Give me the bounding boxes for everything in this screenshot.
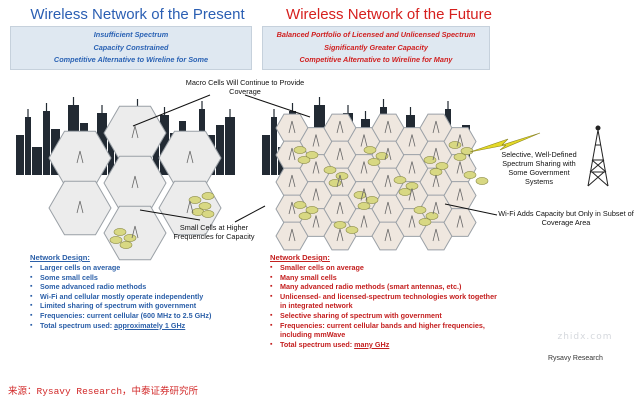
small-cell-icon <box>299 212 311 219</box>
list-item: Frequencies: current cellular bands and … <box>270 321 505 340</box>
future-design-list: Smaller cells on average Many small cell… <box>270 263 505 349</box>
list-item: Total spectrum used: approximately 1 GHz <box>30 321 250 331</box>
small-cell-icon <box>364 146 376 153</box>
small-cells-callout: Small Cells at Higher Frequencies for Ca… <box>170 223 258 241</box>
list-item: Selective sharing of spectrum with gover… <box>270 311 505 321</box>
building <box>262 135 270 175</box>
future-design-heading: Network Design: <box>270 253 505 262</box>
list-item: Wi-Fi and cellular mostly operate indepe… <box>30 292 250 302</box>
antenna <box>410 107 411 115</box>
list-item: Many advanced radio methods (smart anten… <box>270 282 505 292</box>
cell-hexagon <box>104 206 166 260</box>
small-cell-icon <box>189 196 201 203</box>
building <box>25 117 31 175</box>
antenna <box>46 103 47 111</box>
spectrum-sharing-callout: Selective, Well-Defined Spectrum Sharing… <box>494 150 584 186</box>
spectrum-label: Total spectrum used: <box>40 321 114 330</box>
small-cell-icon <box>476 177 488 184</box>
small-cell-icon <box>324 166 336 173</box>
small-cell-icon <box>366 196 378 203</box>
list-item: Total spectrum used: many GHz <box>270 340 505 350</box>
antenna <box>383 99 384 107</box>
small-cell-icon <box>202 192 214 199</box>
small-cell-icon <box>120 241 132 248</box>
list-item: Some small cells <box>30 273 250 283</box>
cell-hexagon <box>49 181 111 235</box>
antenna <box>347 105 348 113</box>
small-cell-icon <box>336 172 348 179</box>
building <box>216 125 224 175</box>
small-cell-icon <box>464 171 476 178</box>
building <box>271 117 277 175</box>
small-cell-icon <box>329 179 341 186</box>
list-item: Limited sharing of spectrum with governm… <box>30 301 250 311</box>
present-network-design: Network Design: Larger cells on average … <box>30 253 250 330</box>
small-cell-icon <box>358 202 370 209</box>
list-item: Frequencies: current cellular (600 MHz t… <box>30 311 250 321</box>
antenna <box>292 103 293 111</box>
building <box>16 135 24 175</box>
list-item: Larger cells on average <box>30 263 250 273</box>
small-cell-icon <box>114 228 126 235</box>
wifi-callout: Wi-Fi Adds Capacity but Only in Subset o… <box>496 209 636 227</box>
antenna <box>273 109 274 117</box>
small-cell-icon <box>399 188 411 195</box>
building <box>32 147 42 175</box>
small-cell-icon <box>124 234 136 241</box>
watermark-text: zhidx.com <box>540 332 630 342</box>
spectrum-value: many GHz <box>354 340 389 349</box>
small-cell-icon <box>298 156 310 163</box>
small-cell-icon <box>110 236 122 243</box>
watermark: zhidx.com <box>540 330 630 342</box>
antenna <box>447 101 448 109</box>
antenna <box>27 109 28 117</box>
small-cell-icon <box>414 206 426 213</box>
small-cell-icon <box>368 158 380 165</box>
source-note: 来源：Rysavy Research，中泰证券研究所 <box>8 383 198 397</box>
list-item: Smaller cells on average <box>270 263 505 273</box>
macro-cells-callout: Macro Cells Will Continue to Provide Cov… <box>185 78 305 96</box>
building <box>43 111 50 175</box>
small-cell-icon <box>354 191 366 198</box>
small-cell-icon <box>449 141 461 148</box>
small-cell-icon <box>294 201 306 208</box>
antenna <box>201 101 202 109</box>
antenna <box>101 105 102 113</box>
list-item: Unlicensed- and licensed-spectrum techno… <box>270 292 505 311</box>
antenna <box>73 97 74 105</box>
credit-label: Rysavy Research <box>548 355 603 362</box>
antenna <box>365 111 366 119</box>
small-cell-icon <box>430 168 442 175</box>
spectrum-value: approximately 1 GHz <box>114 321 185 330</box>
list-item: Some advanced radio methods <box>30 282 250 292</box>
small-cell-icon <box>454 153 466 160</box>
building <box>225 117 235 175</box>
antenna <box>319 97 320 105</box>
present-design-list: Larger cells on average Some small cells… <box>30 263 250 330</box>
spectrum-label: Total spectrum used: <box>280 340 354 349</box>
antenna <box>229 109 230 117</box>
future-network-design: Network Design: Smaller cells on average… <box>270 253 505 349</box>
small-cell-icon <box>394 176 406 183</box>
small-cell-icon <box>346 226 358 233</box>
small-cell-icon <box>334 221 346 228</box>
small-cell-icon <box>424 156 436 163</box>
small-cell-icon <box>202 210 214 217</box>
list-item: Many small cells <box>270 273 505 283</box>
present-design-heading: Network Design: <box>30 253 250 262</box>
small-cell-icon <box>294 146 306 153</box>
small-cell-icon <box>419 218 431 225</box>
government-tower-icon <box>588 126 608 186</box>
